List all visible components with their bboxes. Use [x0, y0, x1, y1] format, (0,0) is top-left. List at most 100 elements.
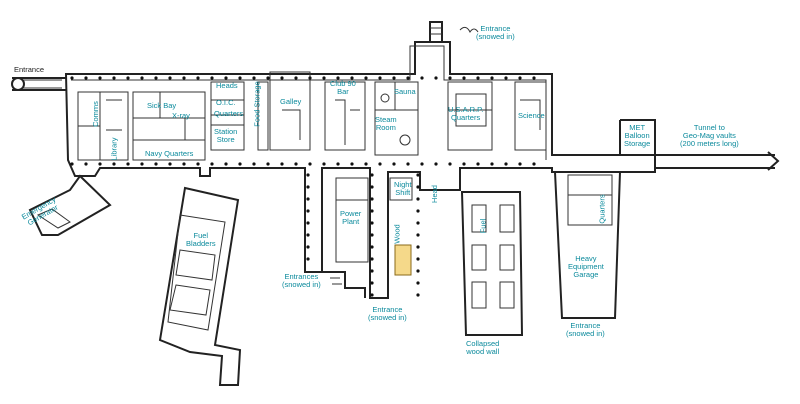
heavy-equipment-garage: [553, 171, 622, 319]
support-post: [416, 185, 420, 189]
support-post: [322, 162, 326, 166]
support-post: [434, 162, 438, 166]
support-post: [84, 76, 88, 80]
support-post: [392, 76, 396, 80]
support-post: [210, 162, 214, 166]
support-post: [266, 162, 270, 166]
support-post: [238, 76, 242, 80]
label-galley: Galley: [280, 97, 302, 106]
support-post: [252, 76, 256, 80]
support-post: [294, 76, 298, 80]
support-post: [70, 76, 74, 80]
label-usarp: U.S.A.R.P. Quarters: [448, 105, 484, 122]
support-post: [416, 245, 420, 249]
label-heavy-equipment: Heavy Equipment Garage: [568, 254, 604, 279]
label-fuel-bladders: Fuel Bladders: [186, 231, 216, 248]
support-post: [370, 269, 374, 273]
support-post: [224, 76, 228, 80]
geo-mag-tunnel: [655, 154, 775, 169]
nw-entrance-hatch: [11, 77, 25, 91]
label-night-shift: Night Shift: [394, 180, 412, 197]
support-post: [336, 162, 340, 166]
support-post: [238, 162, 242, 166]
support-post: [196, 162, 200, 166]
support-post: [370, 281, 374, 285]
support-post: [168, 76, 172, 80]
support-post: [416, 281, 420, 285]
support-post: [392, 162, 396, 166]
emergency-generator-wing: [28, 174, 112, 236]
support-post: [154, 76, 158, 80]
support-post: [462, 76, 466, 80]
support-post: [416, 173, 420, 177]
label-quarters-oic: Quarters: [214, 109, 244, 118]
support-post: [350, 162, 354, 166]
label-sauna: Sauna: [394, 87, 416, 96]
support-post: [182, 76, 186, 80]
power-plant-room: [335, 177, 369, 263]
support-post: [252, 162, 256, 166]
label-steam-room: Steam Room: [375, 115, 397, 132]
support-post: [518, 162, 522, 166]
label-club-90: Club 90 Bar: [330, 79, 356, 96]
support-post: [308, 76, 312, 80]
support-post: [416, 233, 420, 237]
label-entrances-west: Entrances (snowed in): [282, 272, 321, 289]
label-head: Head: [429, 185, 439, 203]
support-post: [504, 76, 508, 80]
support-post: [306, 209, 310, 213]
label-food-storage: Food Storage: [252, 81, 262, 127]
support-post: [448, 162, 452, 166]
support-post: [370, 293, 374, 297]
support-post: [416, 293, 420, 297]
support-post: [84, 162, 88, 166]
support-post: [266, 76, 270, 80]
support-post: [416, 269, 420, 273]
support-post: [370, 173, 374, 177]
support-post: [462, 162, 466, 166]
label-met-balloon: MET Balloon Storage: [624, 123, 651, 148]
fuel-corridor: [460, 191, 524, 336]
support-post: [532, 76, 536, 80]
support-post: [416, 209, 420, 213]
support-post: [364, 162, 368, 166]
support-post: [532, 162, 536, 166]
label-collapsed-wall: Collapsed wood wall: [466, 339, 500, 356]
label-station-store: Station Store: [214, 127, 238, 144]
support-post: [112, 162, 116, 166]
label-x-ray: X-ray: [172, 111, 190, 120]
label-library: Library: [109, 137, 119, 161]
support-post: [420, 76, 424, 80]
support-post: [98, 76, 102, 80]
support-post: [370, 185, 374, 189]
support-post: [306, 221, 310, 225]
support-post: [406, 162, 410, 166]
support-post: [370, 257, 374, 261]
support-post: [518, 76, 522, 80]
support-post: [112, 76, 116, 80]
label-entrance-south: Entrance (snowed in): [368, 305, 407, 322]
support-post: [370, 209, 374, 213]
support-post: [416, 221, 420, 225]
label-tunnel: Tunnel to Geo-Mag vaults (200 meters lon…: [680, 123, 739, 148]
support-post: [406, 76, 410, 80]
support-post: [416, 197, 420, 201]
support-post: [306, 233, 310, 237]
support-post: [154, 162, 158, 166]
support-post: [306, 173, 310, 177]
label-sick-bay: Sick Bay: [147, 101, 177, 110]
top-entrance-shaft: [429, 21, 443, 42]
support-post: [306, 257, 310, 261]
support-post: [490, 162, 494, 166]
support-post: [378, 76, 382, 80]
support-post: [490, 76, 494, 80]
support-post: [210, 76, 214, 80]
label-entrance-se: Entrance (snowed in): [566, 321, 605, 338]
label-entrance-nw: Entrance: [14, 65, 45, 74]
support-post: [336, 76, 340, 80]
support-post: [126, 76, 130, 80]
support-post: [434, 76, 438, 80]
support-post: [308, 162, 312, 166]
